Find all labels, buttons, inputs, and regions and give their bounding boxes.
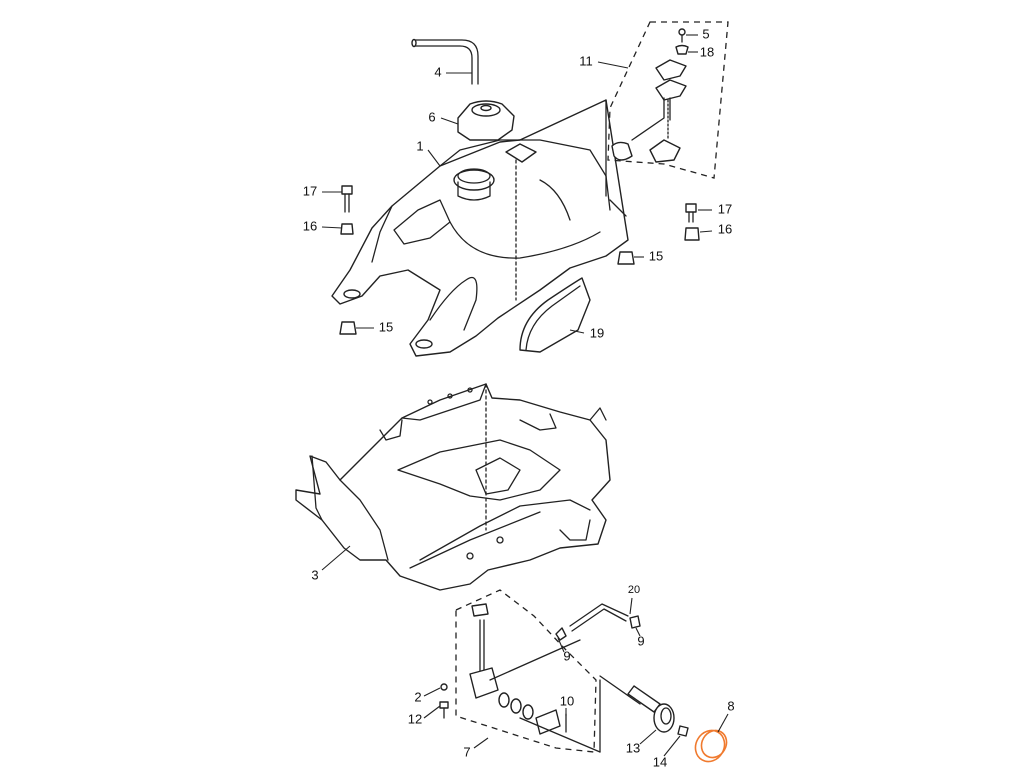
callout-7[interactable]: 7 bbox=[463, 744, 470, 759]
callout-20[interactable]: 20 bbox=[628, 584, 640, 596]
callout-9-right[interactable]: 9 bbox=[637, 633, 644, 648]
part-4-vent-hose[interactable] bbox=[411, 38, 479, 85]
part-20-fuel-hose[interactable] bbox=[555, 603, 641, 641]
callout-16-right[interactable]: 16 bbox=[718, 221, 732, 236]
callout-3[interactable]: 3 bbox=[311, 567, 318, 582]
part-14-screw[interactable] bbox=[677, 725, 689, 737]
callout-19[interactable]: 19 bbox=[590, 325, 604, 340]
part-13-strainer[interactable] bbox=[599, 675, 675, 753]
callout-1[interactable]: 1 bbox=[416, 138, 423, 153]
callout-12[interactable]: 12 bbox=[408, 711, 422, 726]
callout-2[interactable]: 2 bbox=[414, 689, 421, 704]
callout-16-left[interactable]: 16 bbox=[303, 218, 317, 233]
part-17-bolt-right[interactable] bbox=[685, 203, 697, 223]
part-15-grommet-right[interactable] bbox=[617, 251, 635, 265]
part-19-tank-pad[interactable] bbox=[519, 277, 591, 353]
callout-6[interactable]: 6 bbox=[428, 109, 435, 124]
callout-18[interactable]: 18 bbox=[700, 44, 714, 59]
callout-10[interactable]: 10 bbox=[560, 693, 574, 708]
part-15-grommet-left[interactable] bbox=[339, 321, 357, 335]
part-7-fuel-cock-group[interactable] bbox=[439, 589, 601, 753]
callout-13[interactable]: 13 bbox=[626, 740, 640, 755]
callout-17-right[interactable]: 17 bbox=[718, 201, 732, 216]
callout-5[interactable]: 5 bbox=[702, 26, 709, 41]
part-16-collar-left[interactable] bbox=[340, 223, 354, 235]
part-3-frame-rail[interactable] bbox=[295, 383, 611, 591]
callout-15-right[interactable]: 15 bbox=[649, 248, 663, 263]
callout-15-left[interactable]: 15 bbox=[379, 319, 393, 334]
callout-8[interactable]: 8 bbox=[727, 698, 734, 713]
part-8-inner bbox=[700, 729, 728, 759]
part-8-cap-highlighted[interactable] bbox=[690, 725, 732, 767]
leader-lines bbox=[321, 34, 729, 757]
part-1-fuel-tank[interactable] bbox=[331, 99, 629, 357]
callout-11[interactable]: 11 bbox=[579, 53, 593, 68]
callout-labels: 4 6 1 17 16 15 11 5 18 17 16 15 19 3 20 … bbox=[303, 26, 735, 768]
part-16-collar-right[interactable] bbox=[684, 227, 700, 241]
part-11-fuel-sender-group[interactable] bbox=[607, 21, 729, 179]
callout-9-left[interactable]: 9 bbox=[563, 648, 570, 663]
part-6-fuel-cap[interactable] bbox=[457, 100, 515, 141]
callout-17-left[interactable]: 17 bbox=[303, 183, 317, 198]
callout-14[interactable]: 14 bbox=[653, 754, 667, 768]
part-17-bolt-left[interactable] bbox=[341, 185, 353, 213]
callout-4[interactable]: 4 bbox=[434, 64, 441, 79]
